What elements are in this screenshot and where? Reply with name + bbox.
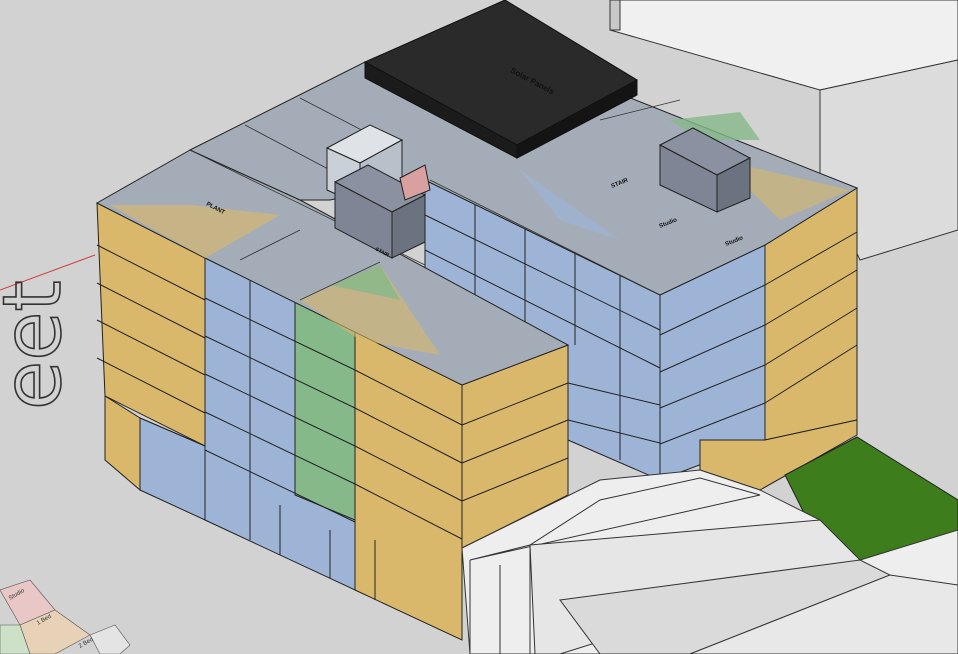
roof-shadow-tan-2 — [300, 265, 440, 355]
main-building: Solar Panels PLANT STAIR STAIR Studio St… — [95, 0, 859, 641]
property-line — [0, 254, 96, 291]
roof-shadow-green — [330, 265, 400, 300]
facade-green-strip — [294, 301, 356, 521]
south-blue-floor-lines — [204, 280, 356, 578]
west-floor-lines — [96, 244, 206, 414]
solar-panel-array — [363, 0, 639, 159]
roof-shadow-tan-1 — [110, 205, 280, 258]
east-tan-floor-lines — [764, 231, 858, 404]
courtyard-grid-lines — [424, 195, 661, 460]
ground-floor-tan — [104, 395, 141, 492]
mech-unit-center-dark — [333, 164, 427, 259]
roof-shadow-tan-3 — [720, 160, 850, 220]
mech-unit-right-dark — [658, 127, 752, 213]
neighbor-buildings-south — [461, 469, 958, 654]
roof-hatch-pink — [399, 164, 431, 201]
east-left-floor-lines — [461, 382, 569, 502]
legend-partial: Studio 1 Bed 2 Bed — [0, 579, 131, 654]
south-tan-floor-lines — [354, 369, 463, 600]
roof-shadow-blue — [520, 170, 620, 240]
street-name-label: eet — [0, 280, 79, 410]
east-blue-floor-lines — [659, 284, 766, 445]
